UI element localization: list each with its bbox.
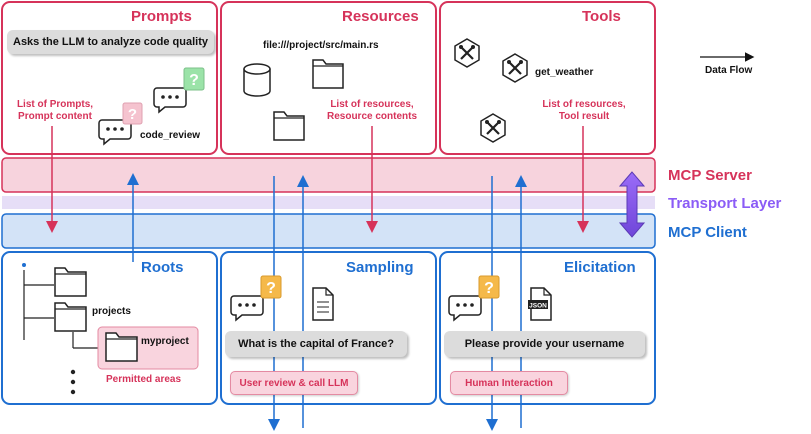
- folder-icon: [312, 59, 344, 89]
- json-tag: JSON: [529, 303, 547, 310]
- folder-icon: [273, 111, 305, 141]
- mcp-client-label: MCP Client: [668, 224, 747, 241]
- resources-flow-label: List of resources, Resource contents: [326, 99, 418, 122]
- question-mark-icon: ?: [183, 67, 205, 91]
- tool-icon: [502, 53, 528, 83]
- prompts-flow-label: List of Prompts, Prompt content: [16, 99, 94, 122]
- question-mark-icon: ?: [260, 275, 282, 299]
- resource-path: file:///project/src/main.rs: [263, 40, 379, 51]
- sampling-title: Sampling: [346, 259, 414, 276]
- mcp-server-band: [1, 157, 656, 193]
- json-file-icon: JSON: [528, 287, 552, 321]
- database-icon: [243, 63, 271, 97]
- sampling-query-box: What is the capital of France?: [225, 331, 407, 357]
- resources-title: Resources: [342, 8, 419, 25]
- prompts-query-box: Asks the LLM to analyze code quality: [7, 30, 214, 54]
- ellipsis-dots: [70, 369, 76, 395]
- tool-icon: [480, 113, 506, 143]
- mcp-client-band: [1, 213, 656, 249]
- permitted-areas-label: Permitted areas: [106, 374, 182, 385]
- svg-text:?: ?: [189, 72, 199, 89]
- svg-text:?: ?: [128, 106, 137, 123]
- tool-item-label: get_weather: [535, 67, 594, 78]
- prompt-item-label: code_review: [140, 130, 201, 141]
- elicitation-title: Elicitation: [564, 259, 636, 276]
- tool-icon: [454, 38, 480, 68]
- svg-text:?: ?: [266, 280, 276, 297]
- data-flow-label: Data Flow: [705, 65, 753, 76]
- transport-band: [2, 196, 655, 209]
- roots-folder-projects: projects: [92, 306, 131, 317]
- tools-flow-label: List of resources, Tool result: [542, 99, 626, 122]
- tools-panel: [439, 1, 656, 155]
- sampling-action-box: User review & call LLM: [230, 371, 358, 395]
- question-mark-icon: ?: [478, 275, 500, 299]
- folder-icon: [105, 332, 138, 362]
- elicitation-action-box: Human Interaction: [450, 371, 568, 395]
- transport-layer-label: Transport Layer: [668, 195, 782, 212]
- folder-icon: [54, 302, 87, 332]
- elicitation-query-box: Please provide your username: [444, 331, 645, 357]
- roots-folder-myproject: myproject: [141, 336, 189, 347]
- root-dot: [22, 263, 26, 267]
- prompts-title: Prompts: [131, 8, 192, 25]
- folder-icon: [54, 267, 87, 297]
- transport-double-arrow: [618, 171, 646, 238]
- tools-title: Tools: [582, 8, 621, 25]
- question-mark-icon: ?: [122, 102, 143, 125]
- document-icon: [312, 287, 334, 321]
- roots-tree: [23, 270, 105, 349]
- mcp-server-label: MCP Server: [668, 167, 752, 184]
- roots-title: Roots: [141, 259, 184, 276]
- svg-text:?: ?: [484, 280, 494, 297]
